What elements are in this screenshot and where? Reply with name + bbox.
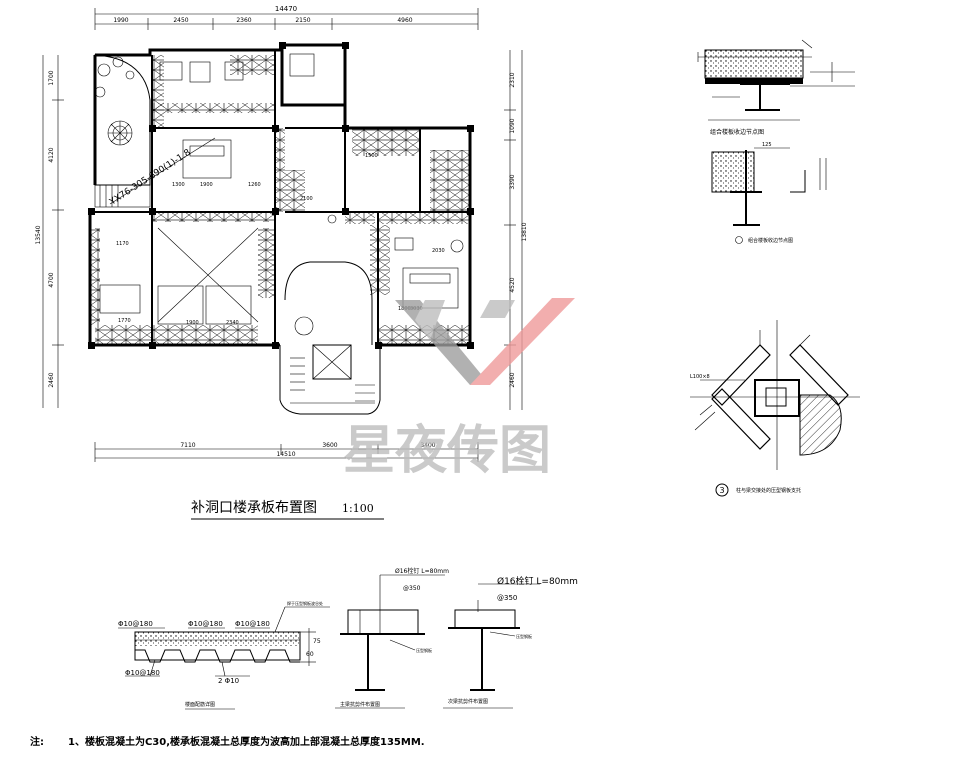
right-dim-1: 2310 <box>509 72 516 87</box>
bottom-dimensions: 7110 3600 3400 14510 <box>94 442 479 462</box>
plan-title: 补洞口楼承板布置图 <box>191 500 317 516</box>
watermark: 星夜传图 <box>343 298 575 481</box>
secondary-beam-stud: Ø16栓钉 L=80mm <box>497 575 578 587</box>
secondary-beam-note: 压型钢板 <box>516 633 532 639</box>
top-dimensions: 14470 1990 2450 2360 2150 4960 <box>94 5 479 30</box>
top-dim-1: 1990 <box>113 17 128 24</box>
room-dim: 1770 <box>118 318 131 324</box>
note-item-1: 1、楼板混凝土为C30,楼承板混凝土总厚度为波高加上部混凝土总厚度135MM. <box>68 735 425 748</box>
right-dim-5: 2460 <box>509 372 516 387</box>
garden-area <box>94 54 151 208</box>
main-beam-stud: Ø16栓钉 L=80mm <box>395 567 449 575</box>
left-dimensions: 1700 4120 4700 2460 13540 <box>35 55 64 408</box>
stair-core <box>279 344 381 415</box>
section-leader-note: 焊于压型钢板波谷处 <box>287 600 323 606</box>
right-dim-3: 3390 <box>509 174 516 189</box>
watermark-logo <box>395 298 575 385</box>
section-dim-a: 75 <box>313 638 321 645</box>
column-beam-detail-title: 柱与梁交接处的压型钢板支托 <box>736 487 801 494</box>
rebar-top-3: Φ10@180 <box>235 620 270 628</box>
top-dim-3: 2360 <box>236 17 251 24</box>
main-beam-spacing: @350 <box>403 585 421 592</box>
detail-number: 3 <box>719 486 724 495</box>
top-dim-5: 4960 <box>397 17 412 24</box>
room-dim: 1260 <box>248 182 261 188</box>
left-dim-4: 2460 <box>48 372 55 387</box>
right-dim-4: 4520 <box>509 277 516 292</box>
edge-detail-1-title: 组合楼板收边节点图 <box>710 128 764 136</box>
balcony-curve <box>284 261 373 345</box>
furniture <box>99 53 464 336</box>
main-beam-title: 主梁抗剪件布置图 <box>340 701 380 708</box>
bottom-dim-1: 7110 <box>180 442 195 449</box>
plan-scale: 1:100 <box>342 502 374 515</box>
room-dim: 2100 <box>300 196 313 202</box>
right-total-dim: 13810 <box>521 222 528 241</box>
edge-detail-1: 组合楼板收边节点图 <box>697 39 855 136</box>
room-dim: 2340 <box>226 320 239 326</box>
room-dim: 1500 <box>365 153 378 159</box>
rebar-bottom: Φ10@180 <box>125 669 160 677</box>
edge-detail-2-dim: 125 <box>762 142 772 148</box>
floor-section-detail: Φ10@180 Φ10@180 Φ10@180 焊于压型钢板波谷处 75 60 … <box>118 600 330 710</box>
left-total-dim: 13540 <box>35 225 42 244</box>
left-dim-1: 1700 <box>48 70 55 85</box>
top-dim-2: 2450 <box>173 17 188 24</box>
bottom-dim-3: 3400 <box>420 442 435 449</box>
top-total-dim: 14470 <box>275 5 297 13</box>
member-size-label: L100×8 <box>690 374 710 380</box>
notes-label: 注: <box>30 735 44 748</box>
secondary-beam-spacing: @350 <box>497 594 517 602</box>
watermark-text: 星夜传图 <box>343 421 551 481</box>
notes: 注: 1、楼板混凝土为C30,楼承板混凝土总厚度为波高加上部混凝土总厚度135M… <box>30 735 425 748</box>
main-beam-detail: Ø16栓钉 L=80mm @350 压型钢板 主梁抗剪件布置图 <box>335 567 449 709</box>
room-dim: 2030 <box>432 248 445 254</box>
rebar-top-1: Φ10@180 <box>118 620 153 628</box>
left-dim-3: 4700 <box>48 272 55 287</box>
left-dim-2: 4120 <box>48 147 55 162</box>
floor-section-title: 楼面配筋详图 <box>185 701 215 708</box>
room-dim: 1300 <box>172 182 185 188</box>
secondary-beam-title: 次梁抗剪件布置图 <box>448 698 488 705</box>
edge-detail-2-title: 组合楼板收边节点图 <box>748 237 793 244</box>
slab-tag-leader <box>109 137 216 205</box>
room-dim: 1900 <box>200 182 213 188</box>
bottom-total-dim: 14510 <box>276 451 295 458</box>
edge-detail-2: 125 组合楼板收边节点图 <box>711 142 827 244</box>
rebar-bar-count: 2 Φ10 <box>218 677 239 685</box>
top-dim-4: 2150 <box>295 17 310 24</box>
room-dim: 1170 <box>116 241 129 247</box>
right-dim-2: 1090 <box>509 118 516 133</box>
room-dim: 1900 <box>186 320 199 326</box>
section-dim-b: 60 <box>306 651 314 658</box>
rebar-top-2: Φ10@180 <box>188 620 223 628</box>
column-beam-detail: L100×8 3 柱与梁交接处的压型钢板支托 <box>690 320 860 497</box>
bottom-dim-2: 3600 <box>322 442 337 449</box>
main-beam-note: 压型钢板 <box>416 647 432 653</box>
wall-fills <box>90 55 470 345</box>
structural-columns <box>88 42 474 349</box>
secondary-beam-detail: Ø16栓钉 L=80mm @350 压型钢板 次梁抗剪件布置图 <box>443 575 578 709</box>
